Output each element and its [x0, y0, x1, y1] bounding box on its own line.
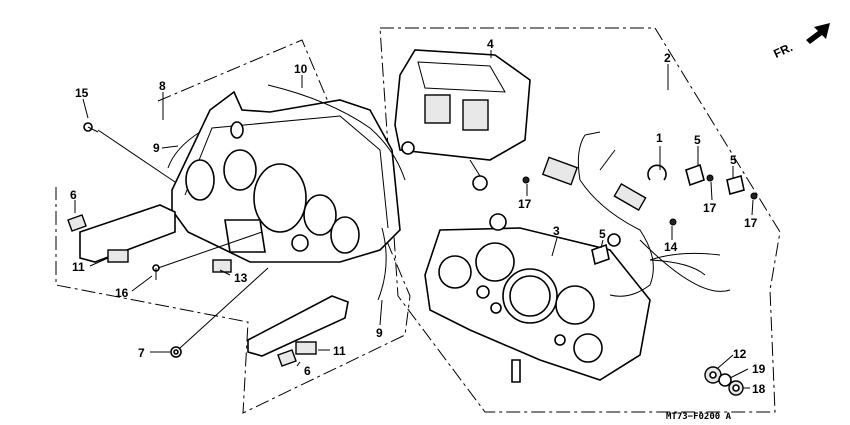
- clip-1: [647, 164, 667, 181]
- screw-15: [83, 122, 99, 133]
- callout-10: 10: [294, 62, 308, 76]
- trim-strip-left: [167, 131, 201, 169]
- callout-4: 4: [487, 37, 494, 51]
- callout-14: 14: [664, 240, 678, 254]
- bulb-socket-lower: [511, 359, 521, 383]
- trim-strip-upper: [267, 84, 406, 181]
- meter-panel: [171, 90, 401, 263]
- cushion-11-lower: [295, 341, 317, 355]
- combination-meter-assembly: [424, 213, 651, 381]
- callout-18: 18: [752, 382, 766, 396]
- callout-2: 2: [664, 51, 671, 65]
- callout-1: 1: [656, 131, 663, 145]
- clamp-5-a: [685, 163, 705, 187]
- screw-17-b: [706, 174, 714, 182]
- cushion-13: [212, 259, 232, 273]
- callout-19: 19: [752, 362, 766, 376]
- leader-lines-right: [490, 50, 754, 389]
- callout-5-b: 5: [730, 153, 737, 167]
- callout-5-c: 5: [599, 227, 606, 241]
- callout-11-a: 11: [72, 260, 85, 274]
- clip-6-lower: [277, 349, 297, 367]
- callout-17-c: 17: [744, 216, 758, 230]
- clamp-5-b: [726, 174, 745, 196]
- meter-case-cover: [394, 49, 531, 191]
- cushion-11-upper: [107, 249, 129, 263]
- meter-panel-left-arm: [79, 204, 176, 263]
- callout-12: 12: [733, 347, 747, 361]
- meter-panel-right-arm: [247, 295, 349, 357]
- callout-6-b: 6: [304, 364, 311, 378]
- bulb-18: [728, 380, 744, 396]
- callout-8: 8: [159, 79, 166, 93]
- trim-strip-right: [377, 227, 387, 301]
- callout-16: 16: [115, 286, 129, 300]
- front-direction-label: FR.: [771, 40, 794, 61]
- callout-15: 15: [75, 86, 89, 100]
- wire-harness: [541, 131, 731, 297]
- diagram-code: MT73−F0200 A: [666, 412, 732, 422]
- screw-14: [669, 218, 677, 226]
- callout-9-b: 9: [376, 326, 383, 340]
- callout-3: 3: [553, 224, 560, 238]
- callout-17-b: 17: [703, 201, 717, 215]
- left-group-boundary: [55, 39, 411, 414]
- screw-16: [152, 264, 160, 280]
- clip-6-upper: [67, 214, 87, 232]
- front-direction-arrow-icon: [806, 23, 830, 44]
- callout-7: 7: [138, 346, 145, 360]
- washer-19: [718, 373, 732, 387]
- screw-17-a: [522, 176, 530, 184]
- callout-6-a: 6: [70, 188, 77, 202]
- bulb-socket-12: [704, 366, 722, 384]
- nut-7: [170, 346, 182, 358]
- leader-lines-left: [74, 75, 383, 367]
- callout-11-b: 11: [333, 344, 346, 358]
- callout-13: 13: [234, 271, 248, 285]
- screw-17-c: [750, 192, 758, 200]
- right-group-boundary: [379, 27, 781, 413]
- callout-5-a: 5: [694, 133, 701, 147]
- callout-17-a: 17: [518, 197, 532, 211]
- callout-9-a: 9: [153, 141, 160, 155]
